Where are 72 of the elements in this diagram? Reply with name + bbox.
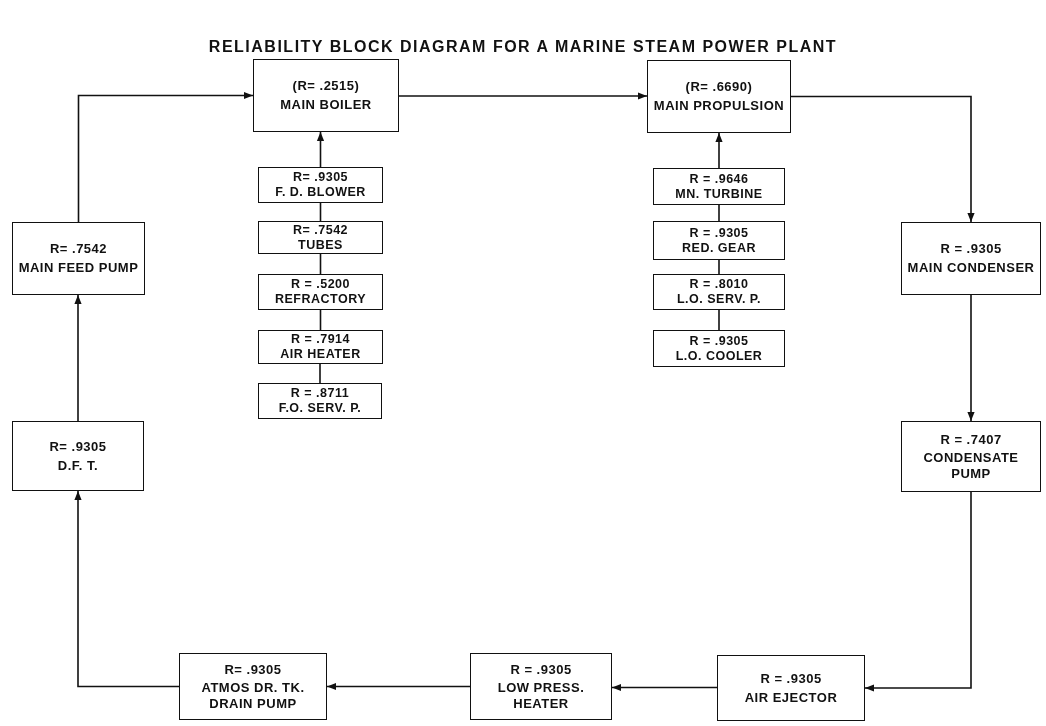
component-name: TUBES <box>298 237 343 253</box>
arrow <box>74 490 180 688</box>
component-name: REFRACTORY <box>274 292 367 307</box>
block <box>653 330 785 367</box>
block <box>901 421 1041 492</box>
reliability-value: R = .7914 <box>290 332 351 347</box>
block <box>12 222 145 295</box>
connector-line <box>319 363 321 384</box>
reliability-value: R= .9305 <box>49 438 107 455</box>
connector-line <box>718 204 720 222</box>
connector-line <box>718 309 720 331</box>
arrow <box>326 682 471 691</box>
reliability-value: R = .9305 <box>689 225 749 241</box>
component-name: MAIN FEED PUMP <box>18 260 139 276</box>
component-name: MAIN BOILER <box>280 97 372 113</box>
component-name: AIR HEATER <box>280 347 361 362</box>
component-name: F. D. BLOWER <box>275 185 366 200</box>
block <box>258 167 383 203</box>
component-name: MN. TURBINE <box>675 186 763 202</box>
reliability-value: R = .8010 <box>689 277 749 292</box>
component-name: AIR EJECTOR <box>744 689 838 706</box>
arrow <box>77 91 254 223</box>
block <box>258 221 383 254</box>
reliability-value: R = .9305 <box>760 670 822 687</box>
block <box>901 222 1041 295</box>
component-name: CONDENSATE PUMP <box>922 450 1020 482</box>
block <box>653 168 785 205</box>
arrow <box>864 491 972 692</box>
block <box>12 421 144 491</box>
reliability-value: R = .9305 <box>940 241 1002 257</box>
arrow <box>74 294 82 422</box>
reliability-value: R = .5200 <box>290 277 351 292</box>
reliability-value: R = .9305 <box>510 661 572 678</box>
component-name: D.F. T. <box>57 457 99 474</box>
reliability-value: (R= .2515) <box>292 78 360 94</box>
diagram-title: RELIABILITY BLOCK DIAGRAM FOR A MARINE STEAM POWER PLANT <box>207 38 839 56</box>
component-name: MAIN CONDENSER <box>907 260 1035 276</box>
reliability-value: R = .7407 <box>940 431 1002 448</box>
component-name: L.O. COOLER <box>675 348 763 364</box>
arrow <box>967 294 975 422</box>
connector-line <box>319 309 322 331</box>
reliability-value: R= .9305 <box>224 661 282 678</box>
block <box>258 330 383 364</box>
reliability-value: R = .9305 <box>689 333 749 349</box>
arrow <box>790 95 975 223</box>
arrow <box>715 132 723 169</box>
arrow <box>398 92 648 100</box>
component-name: MAIN PROPULSION <box>653 98 785 114</box>
connector-line <box>319 253 322 275</box>
component-name: F.O. SERV. P. <box>278 401 362 416</box>
block <box>179 653 327 720</box>
block <box>717 655 865 721</box>
reliability-value: (R= .6690) <box>685 79 753 95</box>
reliability-value: R= .7542 <box>292 222 349 238</box>
component-name: ATMOS DR. TK. DRAIN PUMP <box>200 680 306 712</box>
arrow <box>316 131 325 168</box>
block <box>653 274 785 310</box>
component-name: LOW PRESS. HEATER <box>496 680 586 712</box>
reliability-value: R = .9646 <box>689 171 749 187</box>
block <box>647 60 791 133</box>
block <box>470 653 612 720</box>
block <box>253 59 399 132</box>
block <box>258 383 382 419</box>
reliability-value: R = .8711 <box>290 386 350 401</box>
connector-line <box>718 259 720 275</box>
arrow <box>611 683 718 692</box>
reliability-value: R= .7542 <box>49 241 108 257</box>
block <box>258 274 383 310</box>
block <box>653 221 785 260</box>
reliability-value: R= .9305 <box>292 170 349 185</box>
component-name: L.O. SERV. P. <box>676 292 762 307</box>
component-name: RED. GEAR <box>682 240 756 256</box>
